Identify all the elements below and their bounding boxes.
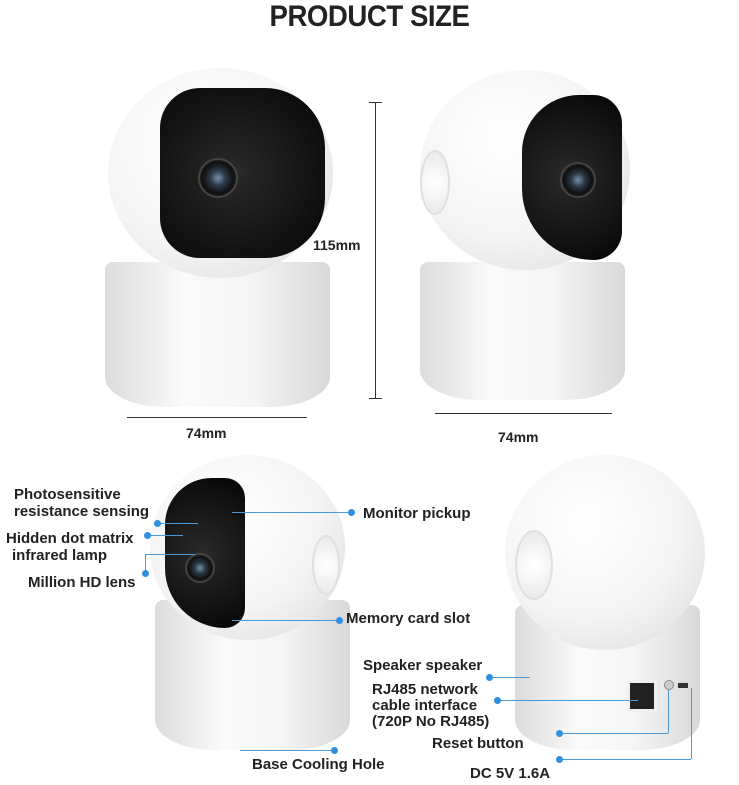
height-label: 115mm [313, 237, 361, 253]
label-cooling: Base Cooling Hole [252, 756, 385, 773]
width-label-front: 74mm [186, 425, 227, 441]
height-dimension-line [375, 102, 376, 398]
label-monitor-pickup: Monitor pickup [363, 505, 471, 522]
page-title: PRODUCT SIZE [269, 0, 470, 33]
label-memory-card: Memory card slot [346, 610, 471, 627]
label-lens: Million HD lens [28, 574, 136, 591]
label-speaker: Speaker speaker [363, 657, 483, 674]
label-dc: DC 5V 1.6A [470, 765, 551, 782]
label-reset: Reset button [432, 735, 524, 752]
width-dimension-line-side [435, 413, 612, 414]
width-label-side: 74mm [498, 429, 539, 445]
width-dimension-line [127, 417, 307, 418]
ethernet-port [627, 680, 657, 712]
